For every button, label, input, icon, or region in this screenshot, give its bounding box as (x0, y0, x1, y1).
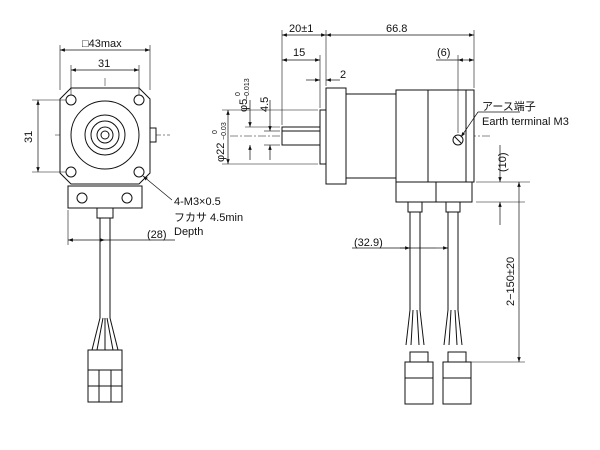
plug-2-latch (447, 351, 467, 363)
label-front-width: 31 (98, 58, 110, 70)
label-flat: 4.5 (259, 97, 271, 112)
label-pilot-dia-tol-lower: −0.03 (221, 122, 228, 140)
connector-housing-2 (435, 181, 473, 203)
label-front-max: □43max (82, 38, 122, 50)
front-wires (91, 317, 119, 351)
mounting-hole-bottom-right (133, 166, 145, 178)
label-shaft-total: 20±1 (289, 23, 313, 35)
label-shaft-length: 15 (293, 47, 305, 59)
shaft-dia-label: φ5 0 −0.013 (235, 78, 251, 112)
housing-screw-right (121, 192, 133, 204)
earth-terminal-slot (454, 136, 462, 144)
front-earth-stub (149, 127, 157, 143)
front-flange (59, 87, 151, 185)
label-earth-offset: (6) (437, 47, 450, 59)
side-flange (325, 87, 347, 185)
pilot-circle (84, 114, 126, 156)
side-view: 20±1 66.8 15 (6) 2 4.5 φ5 0 −0.013 (212, 23, 569, 405)
label-pilot-dia-tol-upper: 0 (212, 130, 219, 134)
earth-leader (460, 111, 479, 138)
shaft (281, 126, 325, 146)
pilot-boss (319, 109, 327, 165)
pilot-dia-label: φ22 0 −0.03 (212, 122, 228, 162)
plug-1 (404, 361, 434, 405)
label-cable-offset: (32.9) (354, 237, 383, 249)
cable-gland-1 (407, 201, 423, 213)
label-side-10: (10) (497, 152, 509, 172)
label-body-length: 66.8 (386, 23, 407, 35)
front-cable-gland (96, 207, 114, 219)
earth-terminal-circle (452, 134, 464, 146)
plug-2 (442, 361, 472, 405)
label-screw-depth-en: Depth (174, 226, 203, 238)
stator-body (345, 93, 397, 179)
label-shaft-dia: φ5 (238, 99, 250, 112)
label-earth-en: Earth terminal M3 (482, 116, 569, 128)
label-screw-spec: 4-M3×0.5 (174, 196, 221, 208)
label-front-cable-offset: (28) (147, 229, 167, 241)
cable-gland-2 (445, 201, 461, 213)
front-plug (87, 349, 123, 403)
front-connector-housing (67, 185, 143, 209)
label-screw-depth-jp: フカサ 4.5min (174, 211, 243, 224)
label-cable-length: 2−150±20 (505, 257, 517, 306)
driver-body (395, 89, 475, 183)
label-front-height: 31 (23, 131, 35, 143)
label-shaft-dia-tol-lower: −0.013 (244, 78, 251, 100)
front-view: □43max 31 31 4-M3×0.5 フカサ 4.5min Depth (… (23, 38, 243, 403)
screw-leader (142, 175, 173, 201)
label-earth-jp: アース端子 (482, 100, 536, 113)
pilot-inner-circle (90, 120, 120, 150)
side-wires-2 (443, 309, 463, 346)
label-pilot-dia: φ22 (215, 143, 227, 162)
label-flange-thickness: 2 (340, 69, 346, 81)
side-wires-1 (405, 309, 425, 346)
front-body-circle (70, 100, 140, 170)
connector-housing-1 (395, 181, 437, 203)
shaft-circle (96, 126, 114, 144)
shaft-inner-circle (100, 130, 110, 140)
label-shaft-dia-tol-upper: 0 (235, 92, 242, 96)
plug-1-latch (409, 351, 429, 363)
housing-screw-left (76, 192, 88, 204)
